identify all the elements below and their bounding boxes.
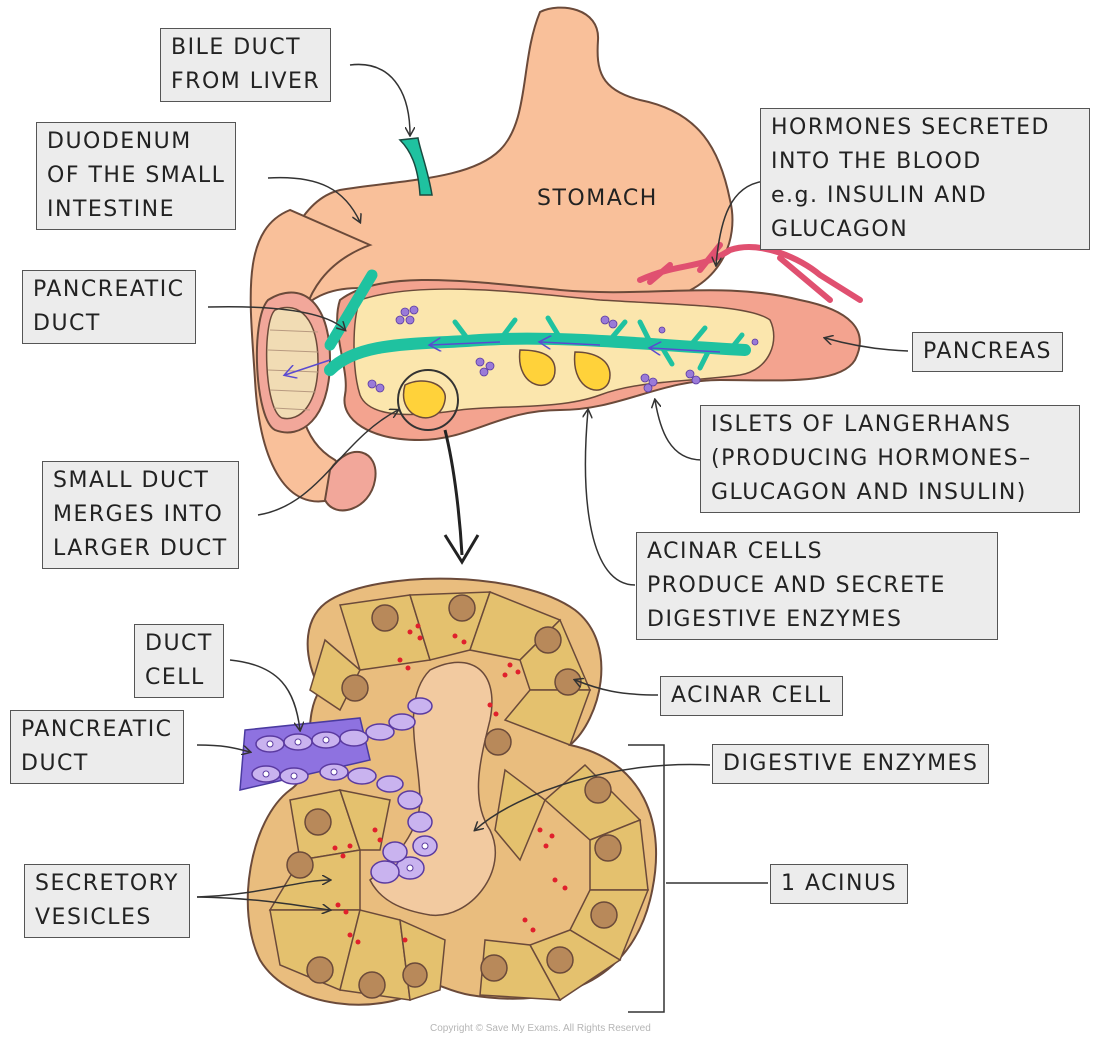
- blood-vessels: [637, 242, 863, 303]
- copyright-text: Copyright © Save My Exams. All Rights Re…: [430, 1023, 651, 1034]
- secretory-vesicles: [332, 623, 568, 945]
- main-duct-branch: [324, 269, 378, 351]
- stomach: [268, 6, 734, 332]
- duodenum-folds: [267, 329, 319, 411]
- magnify-circle: [397, 369, 459, 431]
- pancreatic-duct: [324, 332, 751, 376]
- pancreas-label: PANCREAS: [912, 332, 1063, 372]
- acinus-label: 1 ACINUS: [770, 864, 909, 904]
- digestive-enzymes-label: DIGESTIVE ENZYMES: [712, 744, 990, 784]
- nuclei: [286, 594, 622, 999]
- islets-of-langerhans: [367, 305, 759, 393]
- duct-cells: [251, 697, 438, 884]
- islets-label: ISLETS OF LANGERHANS(PRODUCING HORMONES–…: [700, 405, 1080, 513]
- flow-arrows: [285, 342, 721, 375]
- bile-duct: [398, 137, 433, 196]
- intestine-section: [323, 450, 377, 512]
- acinus-bracket: [628, 744, 665, 1013]
- duodenum-lumen: [265, 306, 319, 420]
- duct-cell-nuclei: [262, 736, 429, 872]
- zoom-arrow: [443, 429, 464, 556]
- connectors: [196, 63, 909, 910]
- pancreas-tissue: [353, 288, 775, 416]
- stomach-label: STOMACH: [537, 186, 658, 211]
- acinar-cells: [268, 591, 650, 1002]
- acini-small: [397, 349, 611, 431]
- zoom-arrow-head: [443, 534, 480, 565]
- acinar-cell-label: ACINAR CELL: [660, 676, 843, 716]
